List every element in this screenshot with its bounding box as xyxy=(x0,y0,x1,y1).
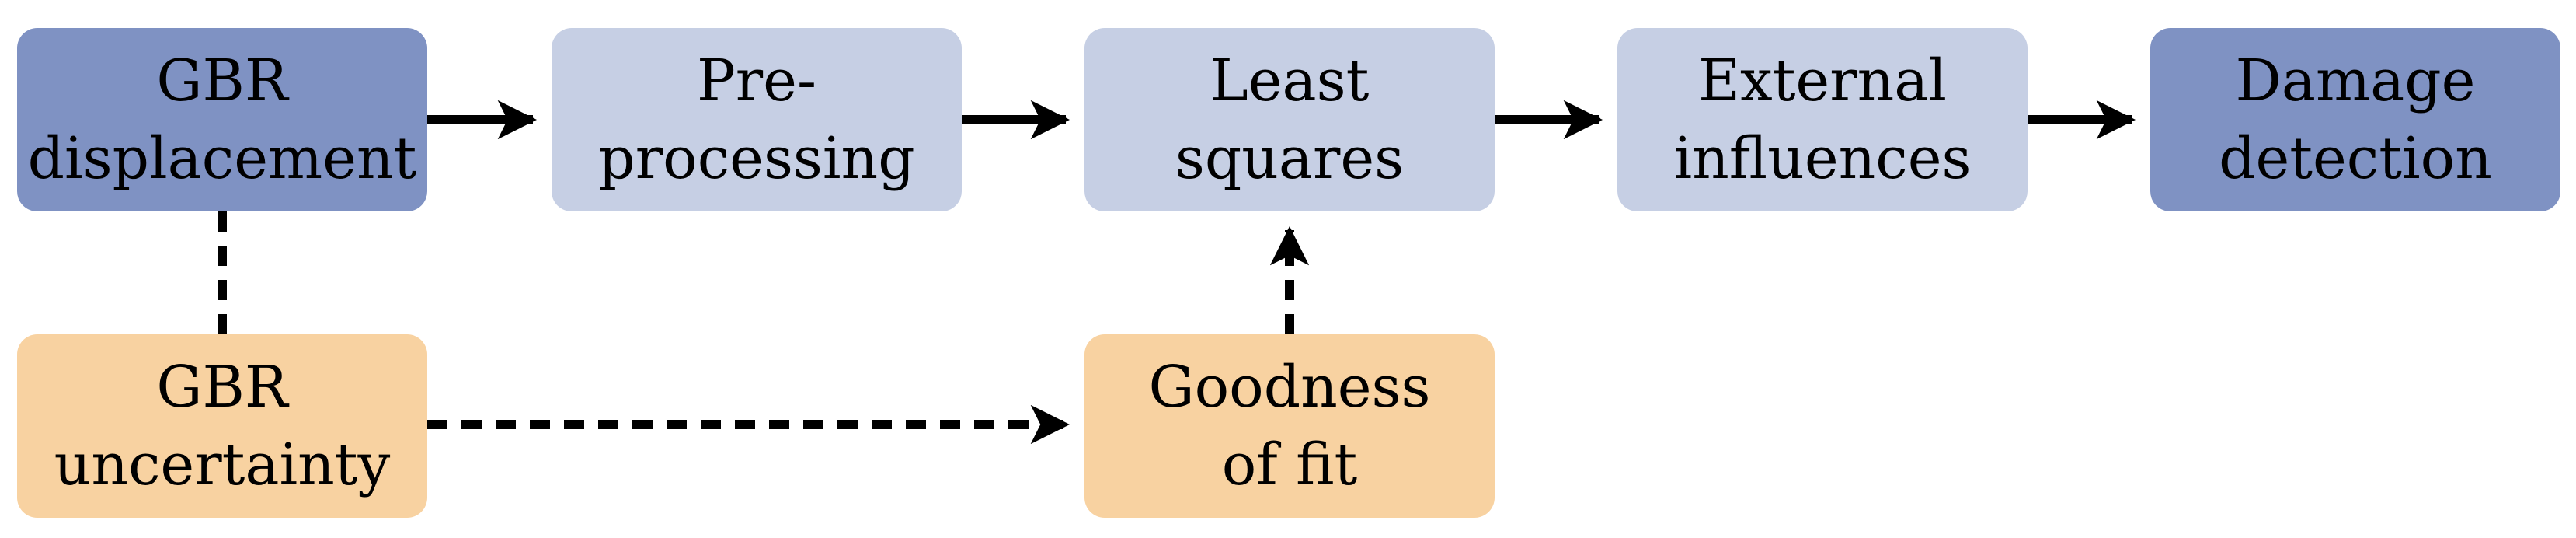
node-gbr-displacement-line1: GBR xyxy=(156,47,288,114)
node-external-influences-line1: External xyxy=(1697,47,1948,114)
node-external-influences: External influences xyxy=(1617,28,2028,211)
node-external-influences-line2: influences xyxy=(1673,125,1972,192)
node-least-squares: Least squares xyxy=(1084,28,1495,211)
node-pre-processing-line2: processing xyxy=(598,125,915,192)
node-damage-detection: Damage detection xyxy=(2150,28,2560,211)
node-pre-processing-line1: Pre- xyxy=(697,47,816,114)
node-goodness-of-fit-line2: of fit xyxy=(1221,431,1358,498)
node-damage-detection-line2: detection xyxy=(2219,125,2492,192)
node-gbr-uncertainty: GBR uncertainty xyxy=(17,334,427,518)
node-pre-processing: Pre- processing xyxy=(552,28,962,211)
node-gbr-displacement-line2: displacement xyxy=(27,125,417,192)
node-gbr-displacement: GBR displacement xyxy=(17,28,427,211)
node-damage-detection-line1: Damage xyxy=(2235,47,2476,114)
node-gbr-uncertainty-line2: uncertainty xyxy=(54,431,391,498)
node-least-squares-line1: Least xyxy=(1210,47,1370,114)
node-goodness-of-fit: Goodness of fit xyxy=(1084,334,1495,518)
node-least-squares-line2: squares xyxy=(1175,125,1405,192)
node-goodness-of-fit-line1: Goodness xyxy=(1148,354,1431,421)
node-gbr-uncertainty-line1: GBR xyxy=(156,354,288,421)
